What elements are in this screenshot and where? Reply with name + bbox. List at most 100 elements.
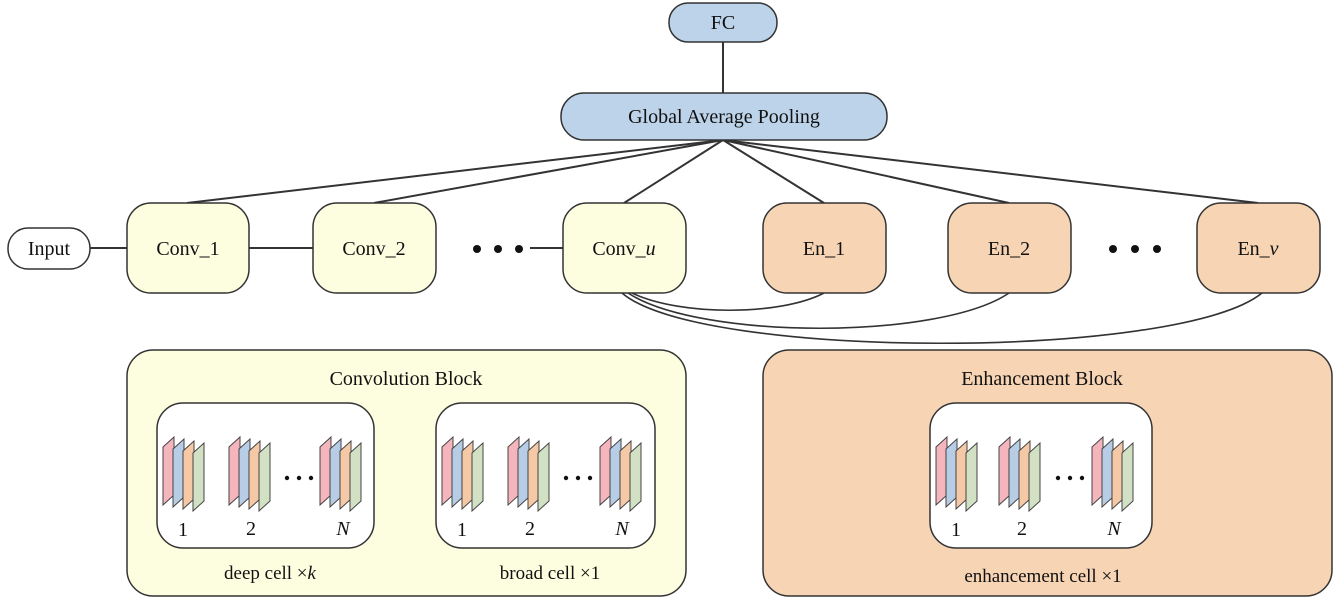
input-node: Input — [7, 227, 91, 270]
conv1-box — [126, 202, 250, 294]
feature-map-layer — [629, 441, 642, 513]
global-average-pooling-node: Global Average Pooling — [560, 92, 888, 141]
convu-label-prefix: Conv_ — [592, 238, 646, 260]
feature-map-layer — [339, 439, 352, 511]
deep-cell: 1 2 N — [156, 402, 375, 549]
feature-map-layer — [319, 435, 332, 507]
input-label: Input — [28, 238, 71, 260]
feature-map-layer — [258, 441, 271, 513]
stack-ellipsis — [1055, 475, 1085, 481]
feature-map-layer — [172, 437, 185, 509]
ellipsis-dot — [1067, 475, 1073, 481]
feature-map-layer — [248, 439, 261, 511]
layer-stack — [319, 435, 362, 513]
ellipsis-dot — [515, 245, 523, 253]
enhancement-block: Enhancement Block 1 2 N enhancement cell… — [762, 349, 1333, 597]
connectors — [90, 42, 1263, 477]
stack-ellipsis — [284, 475, 314, 481]
feature-map-layer — [507, 435, 520, 507]
feature-map-layer — [1091, 435, 1104, 507]
en2-box — [947, 202, 1072, 294]
conv-ellipsis — [473, 245, 523, 253]
feature-map-layer — [461, 439, 474, 511]
edge-gap-en1 — [722, 139, 825, 204]
convu-node: Conv_u — [562, 202, 687, 294]
feature-map-layer — [1121, 441, 1134, 513]
edge-gap-conv1 — [186, 139, 724, 204]
ellipsis-dot — [284, 475, 290, 481]
fc-label: FC — [711, 12, 735, 34]
en-ellipsis — [1109, 245, 1161, 253]
stack-index-2: 2 — [525, 518, 535, 540]
feature-map-layer — [537, 441, 550, 513]
ellipsis-dot — [1055, 475, 1061, 481]
edge-gap-convu — [623, 139, 724, 204]
gap-label: Global Average Pooling — [628, 106, 820, 128]
feature-map-layer — [1111, 439, 1124, 511]
broad-cell: 1 2 N — [435, 402, 656, 549]
feature-map-layer — [451, 437, 464, 509]
feature-map-layer — [1028, 441, 1041, 513]
feature-map-layer — [192, 441, 205, 513]
convu-box — [562, 202, 687, 294]
ellipsis-dot — [1153, 245, 1161, 253]
convolution-block-title: Convolution Block — [330, 368, 483, 390]
env-label-prefix: En_ — [1237, 238, 1270, 260]
fc-box — [668, 2, 778, 43]
convolution-block: Convolution Block 1 2 N deep cell ×k — [126, 349, 687, 597]
enhancement-cell-box — [929, 402, 1153, 549]
feature-map-layer — [1018, 439, 1031, 511]
fc-node: FC — [668, 2, 778, 43]
skip-convu-env — [621, 292, 1263, 344]
feature-map-layer — [182, 439, 195, 511]
gap-box — [560, 92, 888, 141]
feature-map-layer — [599, 435, 612, 507]
stack-index-1: 1 — [951, 519, 961, 541]
layer-stack — [1091, 435, 1134, 513]
feature-map-layer — [527, 439, 540, 511]
feature-map-layer — [162, 435, 175, 507]
layer-stack — [441, 435, 484, 513]
feature-map-layer — [471, 441, 484, 513]
feature-map-layer — [1008, 437, 1021, 509]
deep-cell-label: deep cell ×k — [224, 563, 317, 584]
edge-gap-en2 — [722, 139, 1010, 204]
feature-map-layer — [517, 437, 530, 509]
broad-cell-label: broad cell ×1 — [500, 563, 600, 584]
feature-map-layer — [955, 439, 968, 511]
ellipsis-dot — [563, 475, 569, 481]
feature-map-layer — [441, 435, 454, 507]
feature-map-layer — [1101, 437, 1114, 509]
en1-box — [762, 202, 887, 294]
stack-index-1: 1 — [457, 519, 467, 541]
layer-stack — [599, 435, 642, 513]
deep-cell-label-prefix: deep cell × — [224, 563, 308, 584]
env-node: En_v — [1196, 202, 1321, 294]
stack-index-2: 2 — [1017, 518, 1027, 540]
feature-map-layer — [965, 441, 978, 513]
ellipsis-dot — [575, 475, 581, 481]
conv2-box — [312, 202, 437, 294]
layer-stack — [935, 435, 978, 513]
enhancement-block-title: Enhancement Block — [961, 368, 1123, 390]
en2-label: En_2 — [988, 238, 1030, 260]
conv1-label: Conv_1 — [156, 238, 219, 260]
convu-label: Conv_u — [592, 238, 655, 260]
en1-node: En_1 — [762, 202, 887, 294]
skip-convu-en1 — [631, 292, 825, 311]
skip-convu-en2 — [627, 292, 1010, 329]
feature-map-layer — [945, 437, 958, 509]
feature-map-layer — [609, 437, 622, 509]
conv2-node: Conv_2 — [312, 202, 437, 294]
enhancement-cell: 1 2 N — [929, 402, 1153, 549]
input-box — [7, 227, 91, 270]
en1-label: En_1 — [803, 238, 845, 260]
stack-index-n: N — [614, 518, 630, 540]
ellipsis-dot — [494, 245, 502, 253]
conv2-label: Conv_2 — [342, 238, 405, 260]
feature-map-layer — [998, 435, 1011, 507]
en2-node: En_2 — [947, 202, 1072, 294]
edge-gap-conv2 — [373, 139, 724, 204]
feature-map-layer — [228, 435, 241, 507]
